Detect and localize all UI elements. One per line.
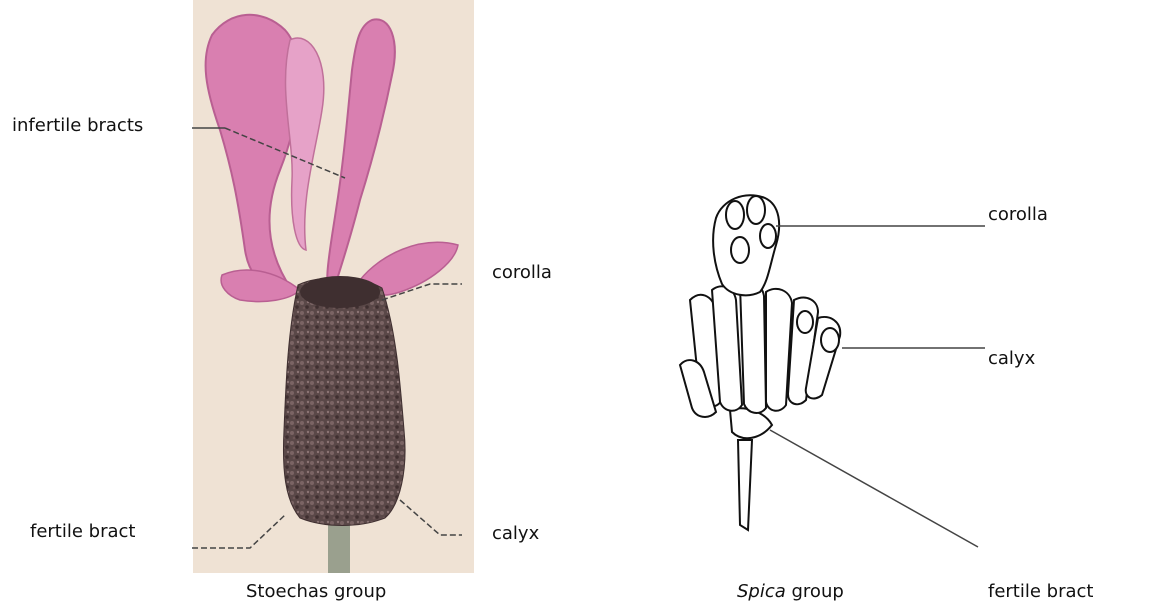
label-fertile-bract-right: fertile bract (988, 583, 1093, 601)
caption-spica-group: Spica group (737, 583, 844, 601)
spica-bud-4 (731, 237, 749, 263)
label-calyx-right: calyx (988, 350, 1035, 368)
label-fertile-bract-left: fertile bract (30, 523, 135, 541)
label-calyx-left: calyx (492, 525, 539, 543)
spica-stem (738, 440, 752, 530)
spica-drawing (680, 195, 840, 530)
label-infertile-bracts: infertile bracts (12, 117, 143, 135)
caption-spica-rest: group (786, 581, 844, 602)
spica-bud-6 (821, 328, 839, 352)
corolla-cluster (300, 276, 380, 308)
label-corolla-right: corolla (988, 206, 1048, 224)
spica-bud-5 (797, 311, 813, 333)
label-corolla-left: corolla (492, 264, 552, 282)
spica-bud-3 (760, 224, 776, 248)
leader-fertile-bract-right (770, 430, 978, 547)
caption-stoechas-group: Stoechas group (246, 583, 386, 601)
flower-head (283, 278, 405, 526)
spica-bud-1 (726, 201, 744, 229)
caption-spica-italic: Spica (737, 581, 786, 602)
stoechas-photo (193, 0, 474, 573)
spica-bud-2 (747, 196, 765, 224)
spica-calyx-3 (740, 282, 766, 413)
